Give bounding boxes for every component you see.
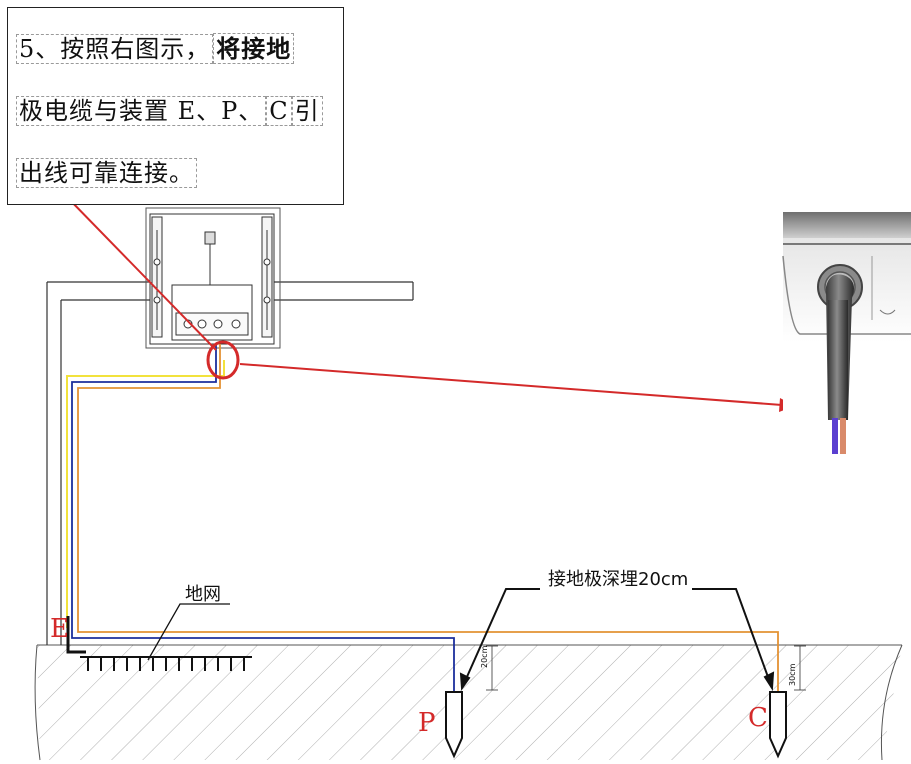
device-assembly [145, 207, 281, 349]
electrode-p [445, 691, 463, 759]
instruction-line-2-c: C [266, 96, 292, 126]
cable-detail-image [782, 212, 911, 484]
instruction-line-1: 5、按照右图示，将接地 [16, 33, 295, 64]
terminal-c-label: C [748, 703, 768, 733]
depth-mark-c-lines [794, 645, 806, 691]
instruction-line-2-end: 引 [291, 96, 323, 126]
pointer-arrow-line [239, 363, 783, 406]
e-terminal-lead [66, 616, 86, 654]
highlight-circle [206, 340, 240, 380]
electrode-c [769, 691, 787, 759]
ground-grid-leader [147, 603, 230, 661]
terminal-p-label: P [418, 708, 436, 738]
instruction-line-3-text: 出线可靠连接。 [16, 158, 197, 188]
wire-yellow [66, 360, 225, 628]
instruction-line-1-bold: 将接地 [213, 33, 295, 64]
callout-line [65, 195, 217, 351]
ground-section [34, 644, 903, 761]
burial-depth-label: 接地极深埋20cm [548, 569, 689, 590]
instruction-line-2-text: 极电缆与装置 E、P、 [16, 96, 267, 126]
depth-mark-p-lines [486, 645, 498, 691]
instruction-line-1-text: 5、按照右图示， [16, 34, 214, 64]
instruction-line-3: 出线可靠连接。 [16, 158, 197, 188]
ground-grid [80, 656, 252, 671]
ground-grid-label: 地网 [185, 584, 221, 605]
wire-blue [71, 344, 455, 692]
burial-depth-leaders [459, 588, 775, 692]
depth-mark-p-text: 20cm [480, 645, 489, 668]
terminal-e-label: E [50, 614, 69, 644]
depth-mark-c-text: 30cm [788, 663, 797, 686]
wire-orange [77, 344, 779, 692]
